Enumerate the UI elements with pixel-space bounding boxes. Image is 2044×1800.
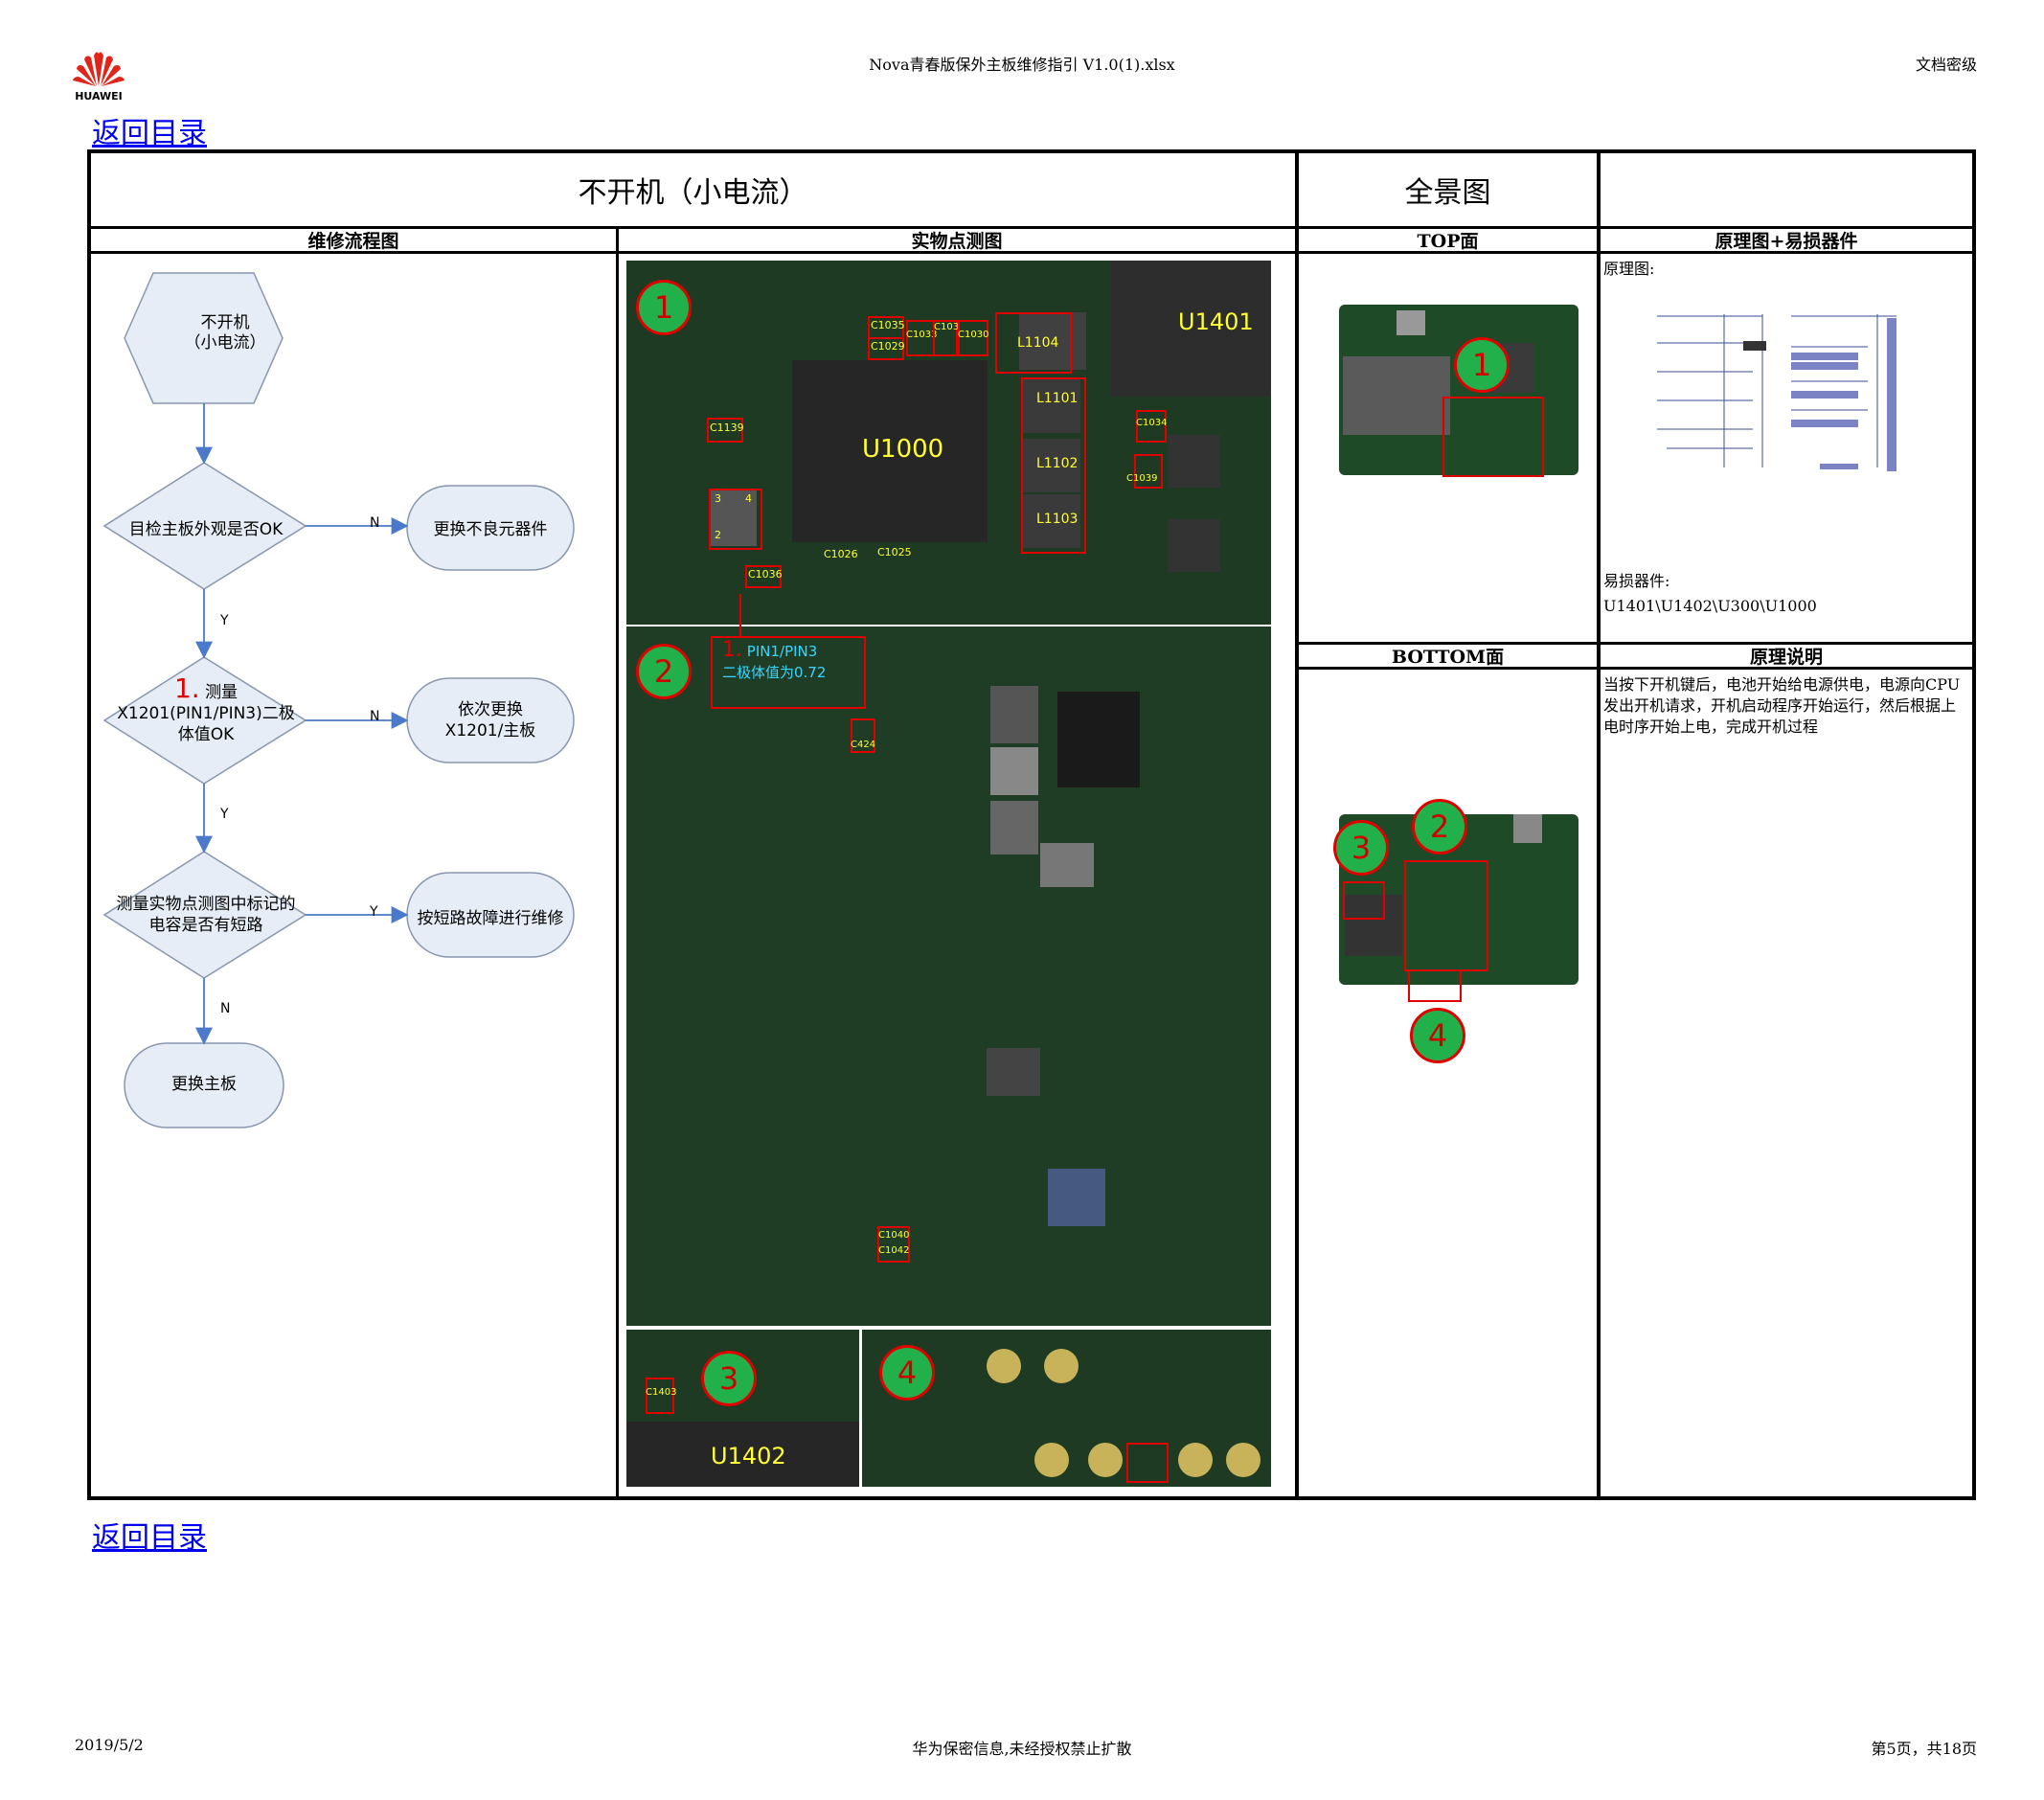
panorama-title: 全景图 [1404, 176, 1491, 210]
col-top-header: TOP面 [1417, 231, 1479, 252]
marker-2-photo: 2 [636, 644, 692, 699]
label-u1401: U1401 [1178, 308, 1254, 335]
pin-annotation: 1. PIN1/PIN3 二极体值为0.72 [722, 638, 827, 682]
huawei-logo-icon [73, 52, 125, 86]
flow-label-y1: Y [220, 613, 229, 628]
flow-decision-2-text: 1. 测量 X1201(PIN1/PIN3)二极 体值OK [117, 672, 295, 745]
col-schematic-header: 原理图+易损器件 [1715, 231, 1858, 252]
flow-label-y2: Y [220, 807, 229, 822]
bottom-highlight-2 [1404, 860, 1488, 971]
col-flow-header: 维修流程图 [307, 231, 399, 252]
footer-notice: 华为保密信息,未经授权禁止扩散 [912, 1740, 1132, 1758]
flow-end-text: 更换主板 [171, 1075, 237, 1094]
flow-label-n2: N [370, 709, 380, 724]
marker-2-bottom: 2 [1412, 799, 1467, 854]
board-photo-1: U1401 U1000 L1104 L1101 L1102 L1103 C103… [626, 261, 1271, 625]
marker-4-bottom: 4 [1410, 1008, 1465, 1063]
flow-label-n3: N [220, 1001, 231, 1016]
top-highlight-1 [1442, 397, 1544, 477]
flow-action-3-text: 按短路故障进行维修 [417, 909, 564, 928]
marker-4-photo: 4 [879, 1345, 935, 1401]
label-u1402: U1402 [711, 1443, 786, 1470]
top-board-image [1339, 305, 1578, 475]
marker-3-bottom: 3 [1333, 820, 1389, 876]
schematic-label: 原理图: [1603, 260, 1655, 278]
footer-page: 第5页，共18页 [1871, 1740, 1977, 1758]
flow-label-n1: N [370, 515, 380, 531]
col-bottom-header: BOTTOM面 [1391, 647, 1505, 668]
huawei-logo-text: HUAWEI [75, 90, 123, 103]
flow-action-2-text: 依次更换 X1201/主板 [444, 700, 536, 741]
flow-label-y3: Y [370, 904, 378, 920]
board-photo-4 [862, 1330, 1271, 1487]
flow-action-1-text: 更换不良元器件 [433, 520, 548, 539]
table-title: 不开机（小电流） [578, 176, 808, 210]
vulnerable-label: 易损器件: [1603, 572, 1670, 590]
marker-1-photo: 1 [636, 280, 692, 335]
marker-1-top: 1 [1454, 337, 1510, 393]
repair-flowchart [102, 272, 575, 1128]
back-to-index-link-top[interactable]: 返回目录 [92, 117, 207, 150]
col-photo-header: 实物点测图 [911, 231, 1003, 252]
marker-3-photo: 3 [701, 1351, 757, 1406]
col-principle-header: 原理说明 [1749, 647, 1823, 668]
bottom-highlight-3 [1343, 881, 1385, 920]
board-photo-2: 1. PIN1/PIN3 二极体值为0.72 C424 C1040 C1042 [626, 627, 1271, 1326]
schematic-thumbnail [1647, 305, 1906, 483]
vulnerable-parts: U1401\U1402\U300\U1000 [1603, 597, 1817, 615]
flow-start-hexagon [124, 272, 284, 404]
board-photo-3: U1402 C1403 [626, 1330, 859, 1487]
footer-date: 2019/5/2 [75, 1736, 144, 1754]
label-u1000: U1000 [862, 435, 944, 464]
huawei-logo: HUAWEI [73, 50, 125, 103]
principle-text: 当按下开机键后，电池开始给电源供电，电源向CPU发出开机请求，开机启动程序开始运… [1603, 675, 1961, 736]
file-title: Nova青春版保外主板维修指引 V1.0(1).xlsx [869, 56, 1175, 74]
classification-label: 文档密级 [1915, 56, 1977, 74]
back-to-index-link-bottom[interactable]: 返回目录 [92, 1521, 207, 1555]
bottom-highlight-4 [1408, 969, 1462, 1002]
flow-start-text: 不开机 （小电流） [184, 313, 266, 353]
flow-decision-3-text: 测量实物点测图中标记的 电容是否有短路 [116, 895, 296, 935]
flow-decision-1-text: 目检主板外观是否OK [128, 520, 284, 539]
